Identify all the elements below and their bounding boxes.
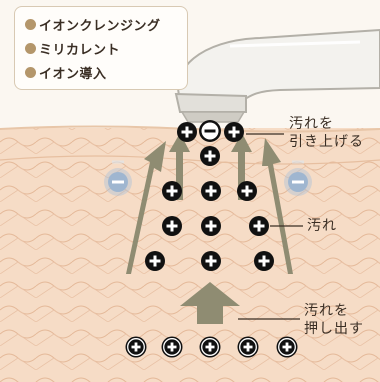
- plus-ion-icon: [247, 214, 271, 238]
- plus-ion-icon: [160, 179, 184, 203]
- plus-ion-icon: [235, 179, 259, 203]
- plus-ion-icon: [175, 120, 199, 144]
- push-up-arrow: [180, 282, 240, 324]
- legend-dot-icon: [25, 18, 36, 30]
- device-head-icon: [174, 28, 380, 123]
- minus-ion-icon: [104, 160, 132, 196]
- plus-ion-icon: [199, 249, 223, 273]
- push-out-label: 汚れを 押し出す: [304, 302, 364, 338]
- minus-ion-icon: [284, 160, 312, 196]
- pull-up-arrows: [126, 133, 293, 274]
- arrow-icon: [126, 141, 166, 274]
- plus-ion-icon: [252, 249, 276, 273]
- legend-label: イオンクレンジング: [39, 18, 161, 34]
- legend-dot-icon: [25, 42, 36, 54]
- plus-ion-icon: [143, 249, 167, 273]
- legend-dot-icon: [25, 66, 36, 78]
- legend-item: イオンクレンジング: [25, 12, 187, 36]
- plus-ion-icon: [199, 179, 223, 203]
- skin-texture: [0, 128, 380, 382]
- pull-up-label-line1: 汚れを: [289, 116, 334, 132]
- plus-ion-icon: [160, 335, 184, 359]
- arrow-icon: [169, 133, 190, 200]
- plus-ion-icon: [199, 214, 223, 238]
- minus-ion-icon: [199, 120, 221, 142]
- legend-item: イオン導入: [25, 60, 187, 84]
- plus-ion-icon: [275, 335, 299, 359]
- plus-ion-icon: [160, 214, 184, 238]
- legend-label: イオン導入: [39, 66, 107, 82]
- plus-ion-icon: [222, 120, 246, 144]
- plus-ion-icon: [236, 335, 260, 359]
- skin-layer-line: [0, 155, 380, 165]
- push-out-label-line1: 汚れを: [304, 303, 349, 319]
- plus-ion-icon: [124, 335, 148, 359]
- plus-ion-icon: [198, 335, 222, 359]
- arrow-icon: [262, 138, 293, 274]
- pull-up-label-line2: 引き上げる: [289, 134, 364, 150]
- arrow-icon: [231, 133, 252, 200]
- dirt-label: 汚れ: [307, 218, 337, 234]
- push-out-label-line2: 押し出す: [304, 321, 364, 337]
- pull-up-label: 汚れを 引き上げる: [289, 115, 364, 151]
- legend-label: ミリカレント: [39, 42, 121, 58]
- plus-ion-icon: [198, 144, 222, 168]
- legend-item: ミリカレント: [25, 36, 187, 60]
- legend-box: イオンクレンジング ミリカレント イオン導入: [14, 6, 188, 90]
